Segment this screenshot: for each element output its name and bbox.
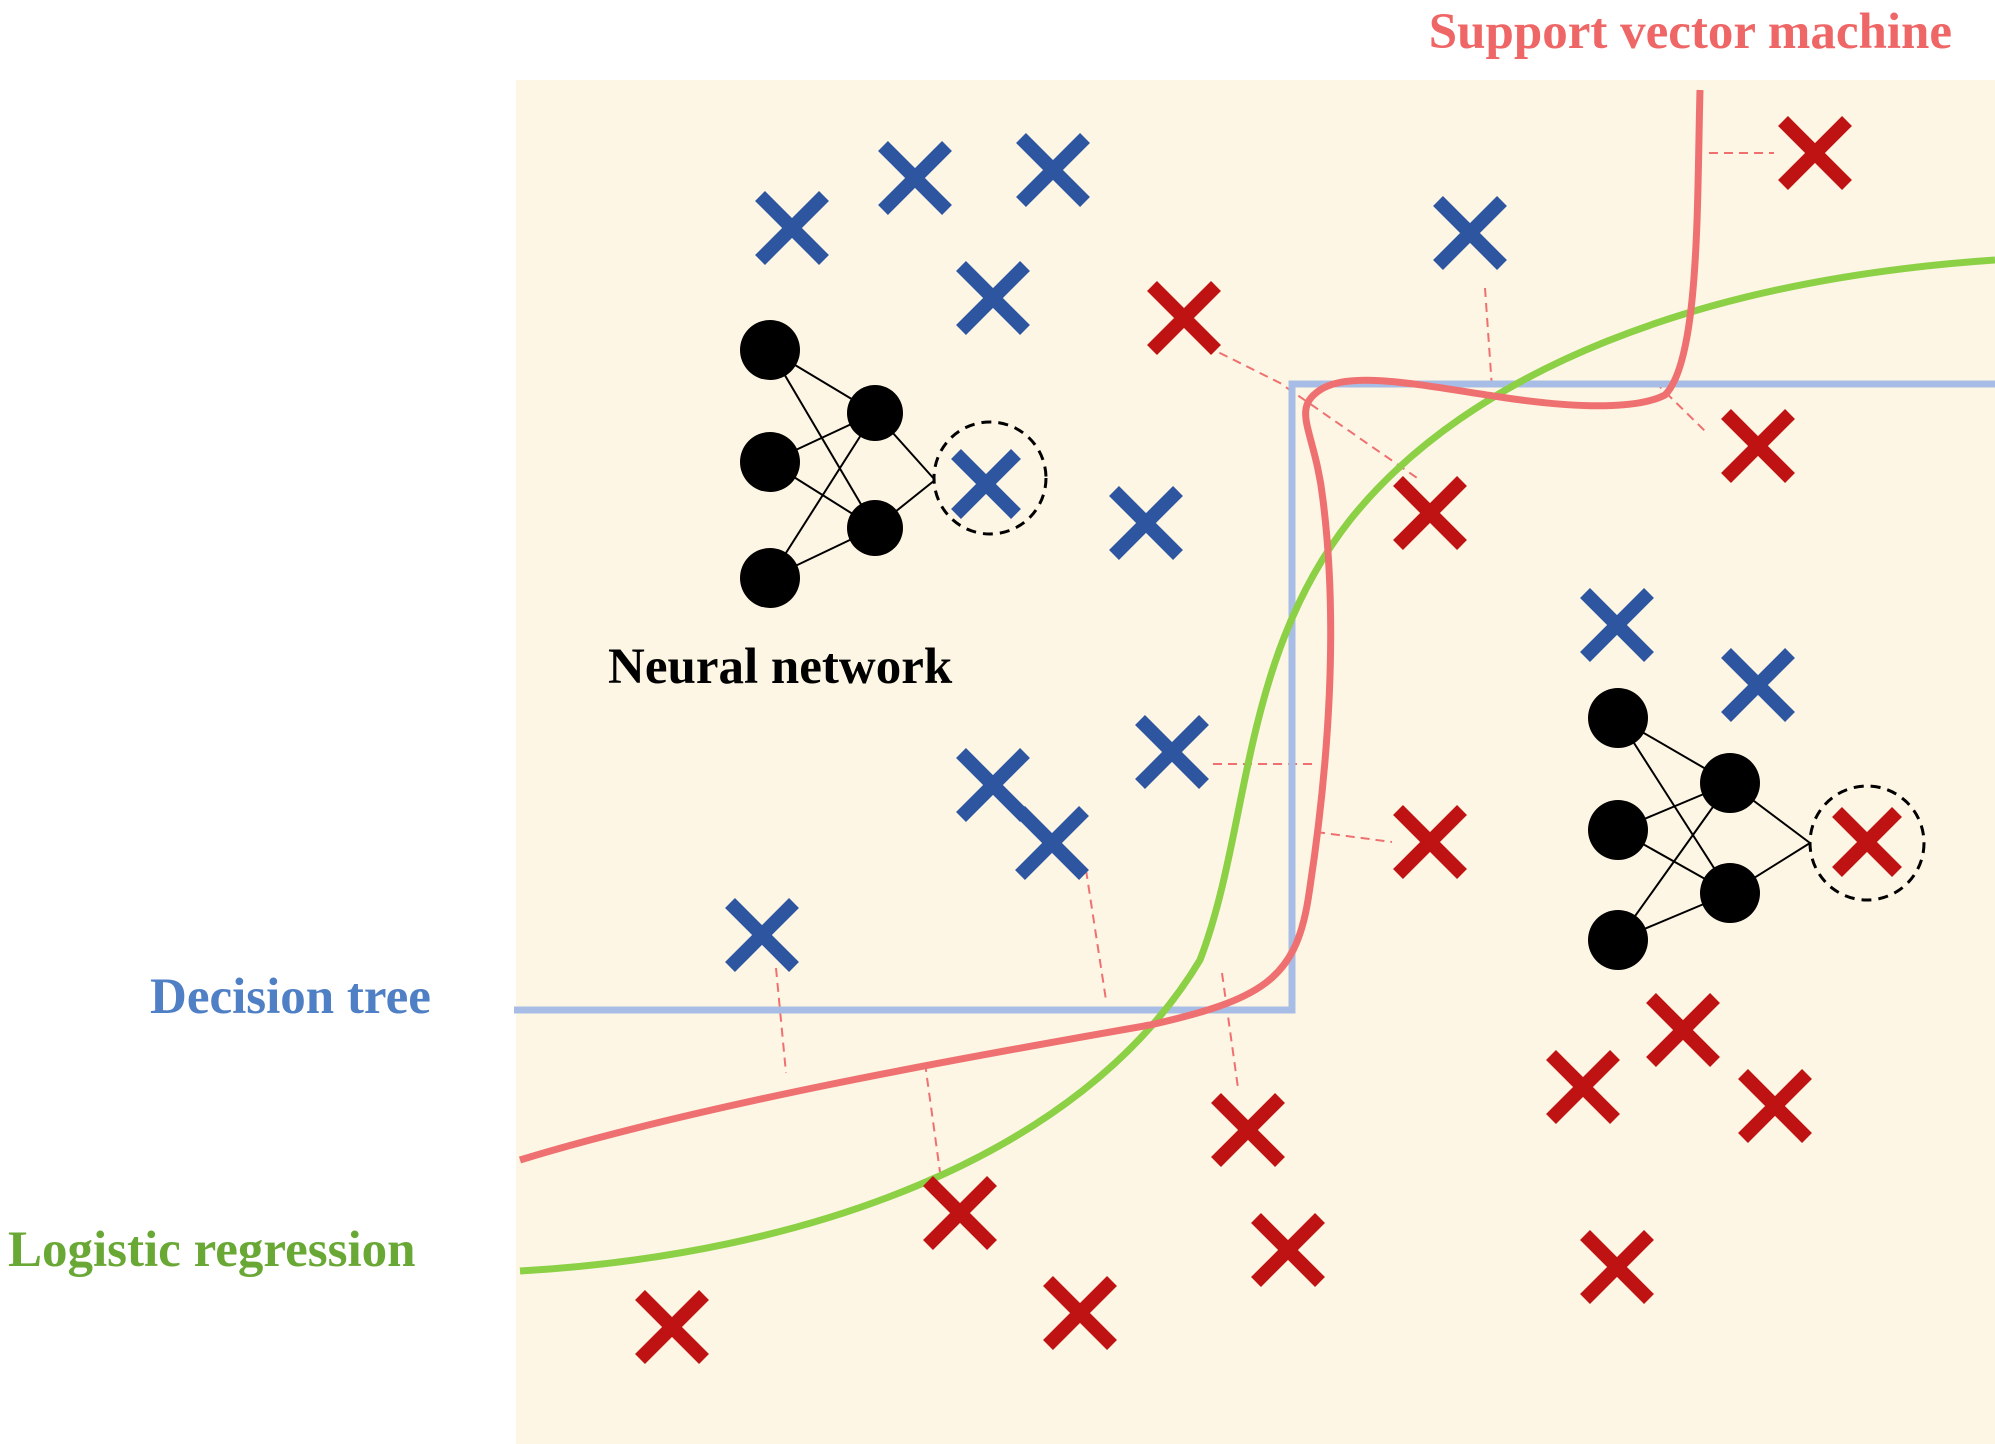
nn-node xyxy=(740,320,800,380)
red-x-marker-icon xyxy=(1580,1230,1654,1304)
distance-line xyxy=(1085,869,1107,1001)
nn-node xyxy=(847,385,903,441)
decision-tree-boundary xyxy=(514,380,1995,1014)
red-x-marker-icon xyxy=(1393,476,1467,550)
blue-x-marker-icon xyxy=(951,449,1021,519)
distance-line xyxy=(1205,345,1421,481)
neural-network-icon xyxy=(740,320,1048,608)
distance-line xyxy=(1654,381,1707,433)
red-x-marker-icon xyxy=(635,1290,709,1364)
nn-connections xyxy=(769,349,936,579)
red-x-marker-icon xyxy=(1393,805,1467,879)
red-x-marker-icon xyxy=(1147,281,1221,355)
red-x-marker-icon xyxy=(1778,116,1852,190)
red-x-marker-icon xyxy=(1738,1069,1812,1143)
nn-node xyxy=(1588,800,1648,860)
nn-node xyxy=(1700,863,1760,923)
blue-x-marker-icon xyxy=(1433,196,1507,270)
blue-x-marker-icon xyxy=(956,261,1030,335)
svm-label: Support vector machine xyxy=(1429,4,1952,60)
red-x-marker-icon xyxy=(1043,1276,1117,1350)
distance-line xyxy=(775,967,787,1074)
nn-output-dashed-circle xyxy=(932,420,1048,536)
red-x-marker-icon xyxy=(923,1176,997,1250)
blue-x-marker-icon xyxy=(1580,588,1654,662)
decision-tree-label: Decision tree xyxy=(150,969,431,1025)
blue-x-marker-icon xyxy=(1135,715,1209,789)
svm-curve xyxy=(518,89,1704,1164)
red-x-marker-icon xyxy=(1721,409,1795,483)
blue-x-marker-icon xyxy=(878,141,952,215)
nn-node xyxy=(1588,910,1648,970)
red-x-marker-icon xyxy=(1546,1050,1620,1124)
blue-x-marker-icon xyxy=(1721,648,1795,722)
nn-node xyxy=(740,432,800,492)
nn-node xyxy=(740,548,800,608)
red-x-marker-icon xyxy=(1832,807,1902,877)
nn-nodes xyxy=(1588,688,1760,970)
distance-line xyxy=(1221,972,1239,1089)
blue-x-marker-icon xyxy=(1109,486,1183,560)
distance-line xyxy=(1484,287,1493,389)
blue-class-markers xyxy=(725,133,1795,972)
distance-line xyxy=(924,1062,941,1173)
neural-network-icon xyxy=(1588,688,1926,970)
neural-network-label: Neural network xyxy=(608,639,953,695)
red-x-marker-icon xyxy=(1251,1213,1325,1287)
logistic-regression-label: Logistic regression xyxy=(8,1222,416,1278)
blue-x-marker-icon xyxy=(725,898,799,972)
blue-x-marker-icon xyxy=(755,191,829,265)
support-vector-distance-lines xyxy=(775,152,1774,1173)
blue-x-marker-icon xyxy=(956,748,1030,822)
red-class-markers xyxy=(635,116,1902,1364)
nn-connections xyxy=(1617,717,1811,941)
red-x-marker-icon xyxy=(1211,1093,1285,1167)
logistic-regression-curve xyxy=(519,256,1995,1275)
nn-node xyxy=(1588,688,1648,748)
distance-line xyxy=(1315,831,1393,843)
nn-nodes xyxy=(740,320,903,608)
blue-x-marker-icon xyxy=(1016,133,1090,207)
blue-x-marker-icon xyxy=(1015,806,1089,880)
red-x-marker-icon xyxy=(1646,993,1720,1067)
nn-output-dashed-circle xyxy=(1808,784,1926,902)
nn-node xyxy=(847,500,903,556)
nn-node xyxy=(1700,753,1760,813)
